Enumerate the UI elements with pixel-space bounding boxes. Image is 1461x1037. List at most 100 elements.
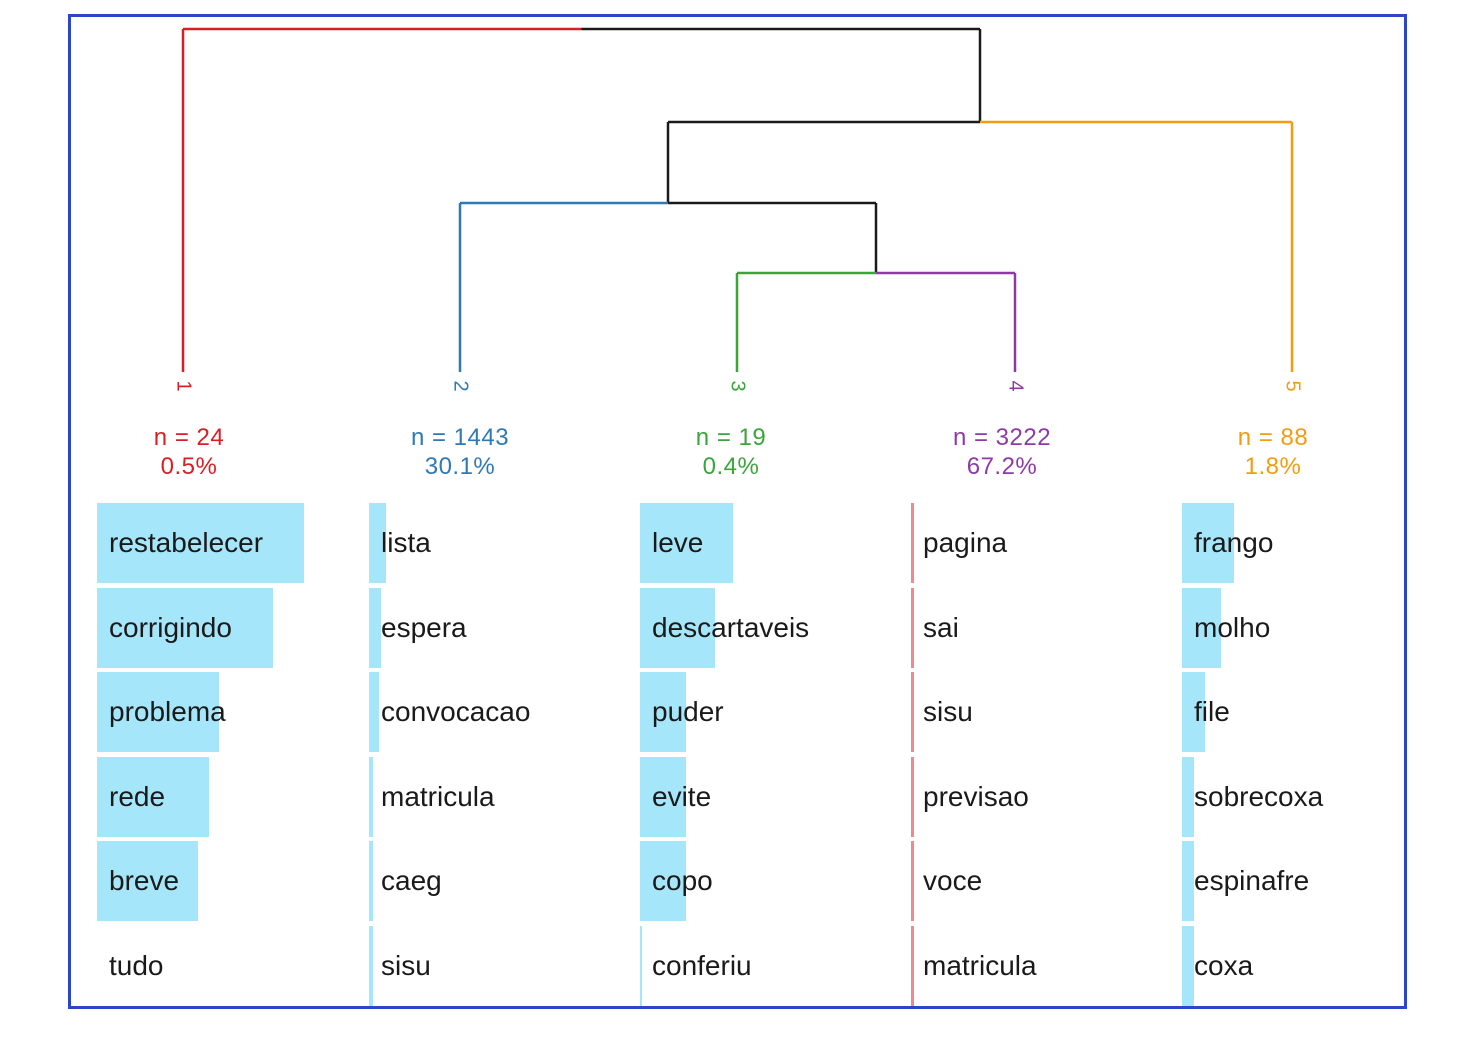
word-label: sisu (381, 949, 431, 981)
word-label: rede (109, 780, 166, 812)
word-label: leve (652, 527, 704, 558)
word-bar (369, 841, 374, 921)
word-label: voce (923, 865, 983, 896)
word-row: voce (911, 841, 1171, 926)
word-row: sobrecoxa (1182, 756, 1442, 842)
cluster-count: n = 19 (695, 424, 767, 451)
word-row: convocacao (369, 672, 629, 757)
word-row: restabelecer (97, 503, 357, 588)
word-row: previsao (911, 756, 1171, 842)
cluster-id-label: 4 (1005, 380, 1027, 391)
word-row: problema (97, 672, 357, 757)
word-label: puder (652, 696, 724, 727)
word-row: sisu (369, 925, 629, 1011)
word-row: file (1182, 672, 1442, 757)
word-label: convocacao (381, 696, 531, 727)
word-row: evite (640, 756, 900, 842)
word-row: descartaveis (640, 587, 900, 673)
word-bar (97, 841, 199, 921)
diagram-frame (68, 14, 1407, 1009)
cluster-percent: 0.5% (160, 453, 218, 480)
word-label: espinafre (1194, 865, 1310, 896)
word-label: file (1194, 696, 1230, 727)
cluster-count: n = 24 (153, 424, 225, 451)
word-row: corrigindo (97, 587, 357, 673)
word-row: leve (640, 503, 900, 588)
word-label: conferiu (652, 949, 752, 981)
word-bar (640, 503, 734, 583)
word-label: corrigindo (109, 611, 232, 643)
word-column-5: frango molho file sobrecoxa espinafre coxa (1182, 503, 1442, 1010)
word-label: breve (109, 865, 180, 896)
word-bar (911, 756, 914, 837)
word-row: puder (640, 672, 900, 757)
word-row: espinafre (1182, 841, 1442, 926)
word-bar (640, 587, 715, 668)
cluster-count: n = 3222 (952, 424, 1052, 451)
word-label: coxa (1194, 949, 1254, 981)
word-bar (97, 587, 273, 668)
word-bar (369, 925, 374, 1006)
word-label: espera (381, 611, 467, 643)
word-label: sobrecoxa (1194, 780, 1324, 812)
word-row: tudo (97, 926, 357, 1011)
cluster-id-label: 2 (450, 380, 472, 391)
word-row: copo (640, 841, 900, 926)
word-label: problema (109, 696, 226, 727)
word-label: pagina (923, 527, 1008, 558)
word-bar (97, 503, 304, 583)
word-row: pagina (911, 503, 1171, 588)
word-bar (369, 587, 382, 668)
word-bar (911, 587, 914, 668)
cluster-percent: 0.4% (702, 453, 760, 480)
cluster-id-label: 3 (727, 380, 749, 391)
word-bar (1182, 587, 1222, 668)
word-label: frango (1194, 527, 1274, 558)
word-row: coxa (1182, 925, 1442, 1011)
word-label: matricula (381, 780, 495, 812)
word-row: sisu (911, 672, 1171, 757)
word-label: descartaveis (652, 611, 810, 643)
cluster-id-label: 1 (173, 380, 195, 391)
cluster-percent: 1.8% (1244, 453, 1302, 480)
word-label: previsao (923, 780, 1029, 812)
word-label: molho (1194, 611, 1271, 643)
word-bar (640, 841, 686, 921)
word-row: molho (1182, 587, 1442, 673)
word-row: espera (369, 587, 629, 673)
word-bar (1182, 925, 1195, 1006)
word-column-1: restabelecer corrigindo problema rede breve t… (97, 503, 357, 1010)
word-label: lista (381, 527, 431, 558)
word-label: evite (652, 780, 712, 812)
word-bar (1182, 672, 1205, 752)
word-bar (97, 672, 220, 752)
word-bar (1182, 841, 1195, 921)
cluster-id-label: 5 (1282, 380, 1304, 391)
word-row: breve (97, 841, 357, 926)
word-bar (369, 756, 374, 837)
word-bar (369, 672, 380, 752)
word-label: tudo (109, 949, 164, 981)
word-label: sisu (923, 696, 973, 727)
word-label: copo (652, 865, 713, 896)
word-bar (640, 756, 686, 837)
word-bar (369, 503, 386, 583)
word-row: matricula (911, 925, 1171, 1011)
cluster-percent: 30.1% (424, 453, 496, 480)
cluster-percent: 67.2% (966, 453, 1038, 480)
word-bar (911, 841, 914, 921)
word-bar (1182, 756, 1195, 837)
word-bar (640, 672, 686, 752)
word-bar (911, 672, 914, 752)
cluster-count: n = 88 (1237, 424, 1309, 451)
word-row: lista (369, 503, 629, 588)
word-label: matricula (923, 949, 1037, 981)
word-bar (97, 756, 209, 837)
